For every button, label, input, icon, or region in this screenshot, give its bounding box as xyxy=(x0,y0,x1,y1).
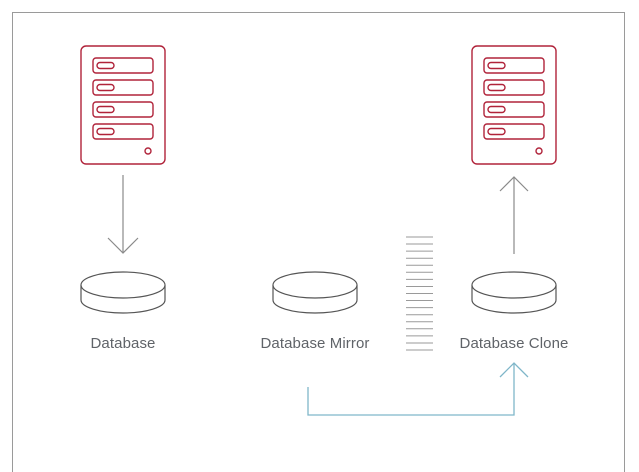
database-mirror-label: Database Mirror xyxy=(260,335,370,352)
database-clone-label: Database Clone xyxy=(459,335,569,352)
server-icon xyxy=(471,45,557,165)
up-arrow-icon xyxy=(499,176,529,254)
server-icon xyxy=(80,45,166,165)
database-icon xyxy=(471,271,557,314)
diagram-canvas xyxy=(80,45,557,416)
down-arrow-icon xyxy=(107,175,139,254)
transfer-stack-icon xyxy=(406,236,433,351)
sync-arrow-icon xyxy=(307,362,529,416)
database-label: Database xyxy=(90,335,156,352)
database-icon xyxy=(272,271,358,314)
database-icon xyxy=(80,271,166,314)
